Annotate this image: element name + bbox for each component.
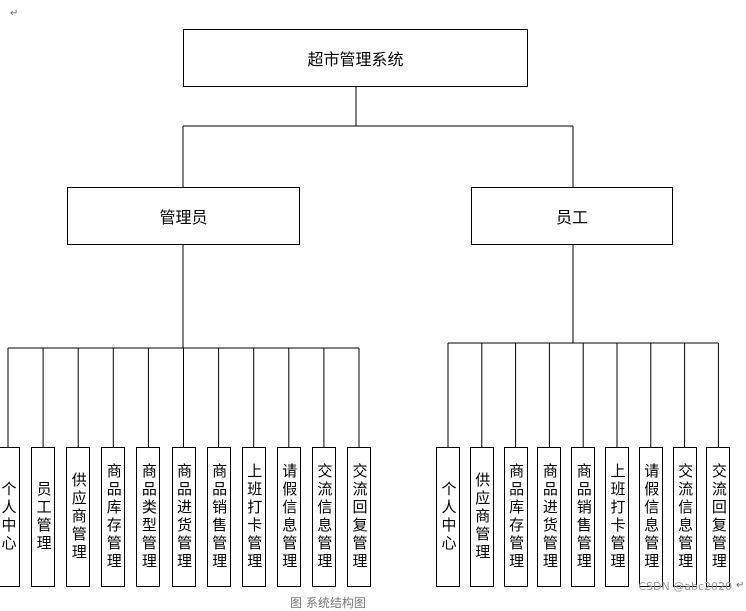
staff-module-node: 商品库存管理 — [503, 447, 528, 587]
admin-module-label: 个人中心 — [0, 481, 18, 553]
admin-module-label: 员工管理 — [34, 481, 53, 553]
admin-module-label: 交流信息管理 — [315, 463, 334, 571]
admin-module-label: 供应商管理 — [69, 472, 88, 562]
staff-module-node: 商品销售管理 — [571, 447, 596, 587]
admin-module-node: 商品进货管理 — [171, 447, 196, 587]
admin-module-node: 商品库存管理 — [101, 447, 126, 587]
staff-module-label: 请假信息管理 — [642, 463, 661, 571]
staff-module-node: 交流信息管理 — [672, 447, 697, 587]
admin-module-label: 商品进货管理 — [175, 463, 193, 571]
staff-module-node: 个人中心 — [436, 447, 460, 587]
staff-module-label: 交流回复管理 — [709, 463, 728, 571]
root-node-label: 超市管理系统 — [307, 50, 404, 69]
paragraph-mark-top: ↵ — [10, 8, 19, 19]
staff-module-label: 商品销售管理 — [574, 463, 593, 571]
watermark-text: CSDN @abc2020 — [638, 580, 732, 593]
admin-module-label: 商品类型管理 — [139, 463, 158, 571]
admin-module-label: 商品销售管理 — [210, 463, 229, 571]
staff-module-node: 商品进货管理 — [537, 447, 562, 587]
staff-module-node: 请假信息管理 — [638, 447, 663, 587]
staff-module-label: 供应商管理 — [473, 472, 492, 562]
staff-module-node: 交流回复管理 — [706, 447, 731, 587]
admin-module-node: 员工管理 — [31, 447, 56, 587]
staff-module-node: 供应商管理 — [469, 447, 494, 587]
staff-role-label: 员工 — [555, 208, 588, 227]
admin-module-node: 个人中心 — [0, 447, 20, 587]
admin-module-label: 请假信息管理 — [280, 463, 299, 571]
admin-module-node: 商品销售管理 — [206, 447, 231, 587]
admin-module-label: 上班打卡管理 — [245, 463, 264, 571]
staff-module-label: 个人中心 — [439, 481, 458, 553]
admin-module-node: 供应商管理 — [66, 447, 91, 587]
admin-module-label: 商品库存管理 — [104, 463, 123, 571]
staff-module-label: 交流信息管理 — [676, 463, 695, 571]
paragraph-mark-bottom: ↵ — [736, 580, 745, 591]
admin-module-label: 交流回复管理 — [350, 463, 369, 571]
staff-module-label: 商品库存管理 — [507, 463, 526, 571]
admin-role-node: 管理员 — [67, 187, 300, 245]
staff-module-label: 上班打卡管理 — [608, 463, 627, 571]
root-node: 超市管理系统 — [183, 29, 528, 87]
admin-module-node: 请假信息管理 — [276, 447, 301, 587]
admin-module-node: 交流信息管理 — [311, 447, 336, 587]
staff-module-label: 商品进货管理 — [540, 463, 559, 571]
staff-module-node: 上班打卡管理 — [605, 447, 629, 587]
staff-role-node: 员工 — [471, 187, 673, 245]
admin-role-label: 管理员 — [159, 208, 208, 227]
admin-module-node: 商品类型管理 — [136, 447, 161, 587]
admin-module-node: 交流回复管理 — [347, 447, 371, 587]
admin-module-node: 上班打卡管理 — [241, 447, 266, 587]
figure-caption: 图 系统结构图 — [290, 596, 366, 610]
